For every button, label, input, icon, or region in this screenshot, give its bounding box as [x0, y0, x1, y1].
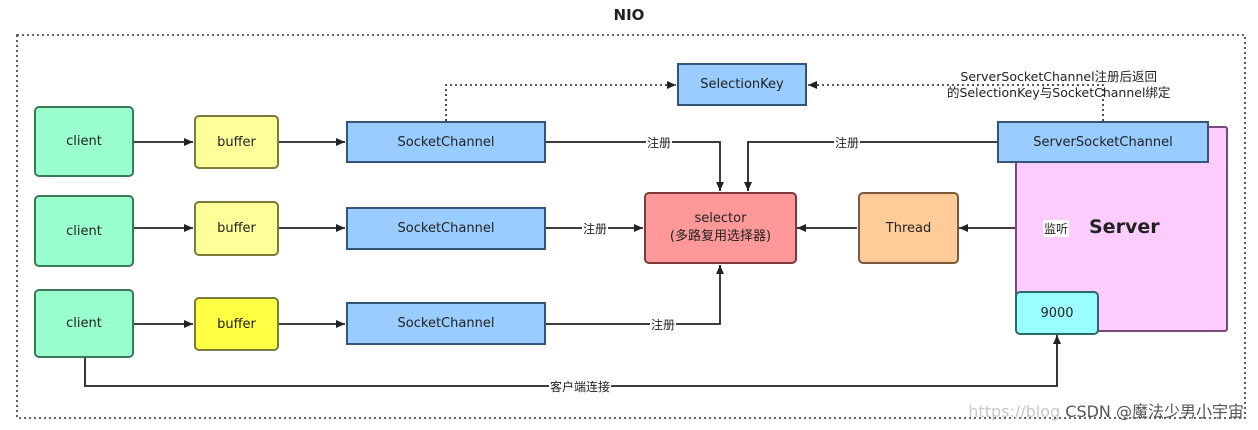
watermark: https://blog CSDN @魔法少男小宇宙	[968, 398, 1244, 422]
edge-serverchannel-selectionkey	[808, 81, 1104, 121]
edge-channel3-selector	[546, 265, 724, 325]
edge-label-client-connect: 客户端连接	[549, 378, 612, 395]
edge-label-register-1: 注册	[646, 134, 673, 151]
edge-label-register-3: 注册	[650, 316, 677, 333]
nio-frame	[16, 34, 1246, 419]
server-label: Server	[1089, 216, 1160, 238]
client-node-3: client	[34, 289, 134, 358]
selector-label: selector	[694, 211, 747, 226]
buffer-node-2: buffer	[194, 201, 279, 256]
selector-node: selector (多路复用选择器)	[644, 192, 797, 264]
edge-channel1-selector	[546, 141, 724, 191]
server-socket-channel-node: ServerSocketChannel	[997, 121, 1209, 163]
selection-key-node: SelectionKey	[677, 63, 807, 106]
edge-channel1-selectionkey	[445, 81, 676, 121]
selection-key-note-line2: 的SelectionKey与SocketChannel绑定	[947, 85, 1171, 100]
client-node-2: client	[34, 195, 134, 267]
client-node-1: client	[34, 106, 134, 177]
watermark-strong: CSDN @魔法少男小宇宙	[1065, 402, 1244, 421]
socket-channel-2: SocketChannel	[346, 207, 546, 250]
watermark-faint: https://blog	[968, 402, 1061, 421]
socket-channel-3: SocketChannel	[346, 302, 546, 345]
selection-key-note-line1: ServerSocketChannel注册后返回	[960, 69, 1158, 84]
socket-channel-1: SocketChannel	[346, 121, 546, 163]
selection-key-note: ServerSocketChannel注册后返回 的SelectionKey与S…	[946, 69, 1171, 101]
selector-sublabel: (多路复用选择器)	[669, 229, 772, 244]
diagram-title: NIO	[613, 6, 645, 24]
edge-label-register-2: 注册	[582, 220, 609, 237]
buffer-node-1: buffer	[194, 115, 279, 169]
thread-node: Thread	[858, 192, 959, 264]
buffer-node-3: buffer	[194, 297, 279, 351]
edge-serverchannel-selector	[744, 141, 997, 191]
edge-label-listen: 监听	[1043, 220, 1070, 237]
edge-label-register-server: 注册	[834, 134, 861, 151]
port-node: 9000	[1015, 291, 1099, 335]
